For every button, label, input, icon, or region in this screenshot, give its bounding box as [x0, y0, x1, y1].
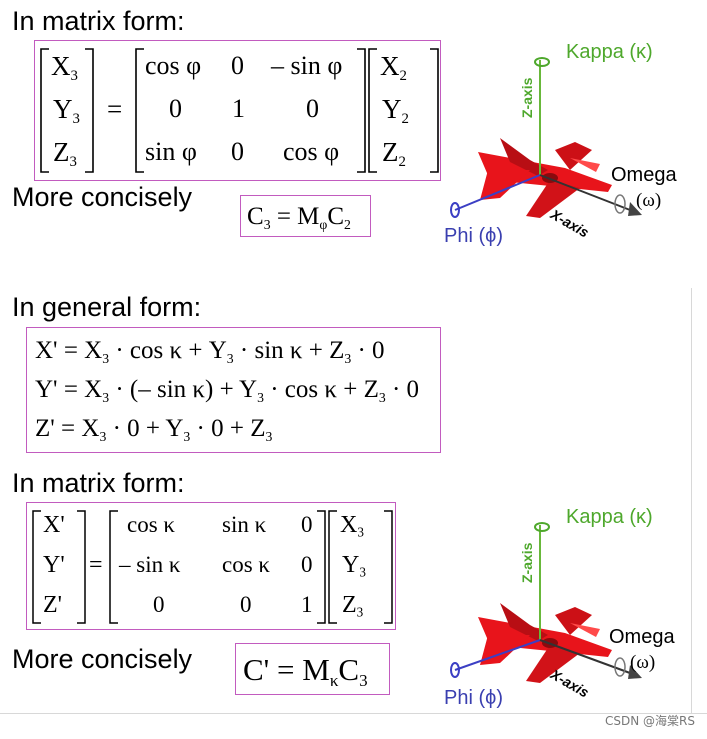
- phi-axis-line: [454, 174, 541, 211]
- kappa-label-2: Kappa (κ): [566, 506, 653, 528]
- section3-heading: In matrix form:: [12, 468, 185, 498]
- m2-r2c0: 0: [153, 592, 165, 617]
- m2-r0c1: sin κ: [222, 512, 267, 537]
- matrix-box-2: X' Y' Z' = cos κ sin κ 0 – sin κ cos κ 0…: [26, 502, 396, 630]
- m-r2c1: 0: [231, 137, 244, 166]
- lhs2-x: X': [43, 512, 65, 538]
- rotation-diagram-2: [450, 522, 642, 683]
- general-form-box: X' = X3 · cos κ + Y3 · sin κ + Z3 · 0 Y'…: [26, 327, 441, 453]
- lhs-z: Z3: [53, 137, 77, 171]
- m-r0c2: – sin φ: [271, 51, 343, 80]
- bottom-edge-line: [0, 713, 707, 714]
- matrix-box-1: X3 Y3 Z3 = cos φ 0 – sin φ 0 1 0 sin φ 0…: [34, 40, 441, 181]
- equals-sign-2: =: [89, 552, 103, 578]
- m-r0c1: 0: [231, 51, 244, 80]
- right-edge-line: [691, 288, 692, 713]
- concise-eq-2: C' = MκC3: [243, 652, 368, 690]
- x-axis-arrow-2: [628, 665, 642, 679]
- rhs-x: X2: [380, 51, 407, 85]
- rhs2-x: X3: [340, 512, 364, 540]
- m2-r1c1: cos κ: [222, 552, 270, 577]
- z-axis-label-2: Z-axis: [519, 542, 535, 583]
- omega-label-1: Omega: [611, 164, 677, 186]
- m-r1c1: 1: [232, 94, 245, 123]
- omega-label-2: Omega: [609, 626, 675, 648]
- omega-symbol-2: (ω): [630, 652, 656, 673]
- concise-box-2: C' = MκC3: [235, 643, 390, 695]
- m2-r2c2: 1: [301, 592, 313, 617]
- matrix-brackets-2: [32, 510, 393, 624]
- m2-r2c1: 0: [240, 592, 252, 617]
- kappa-rotation-icon-2: [534, 522, 550, 532]
- kappa-label-1: Kappa (κ): [566, 41, 653, 63]
- rhs2-z: Z3: [342, 592, 364, 620]
- m-r2c0: sin φ: [145, 137, 197, 166]
- rhs2-y: Y3: [342, 552, 366, 580]
- phi-label-2: Phi (ϕ): [444, 687, 503, 709]
- lhs-y: Y3: [53, 94, 80, 128]
- general-eq-z: Z' = X3 · 0 + Y3 · 0 + Z3: [35, 415, 273, 444]
- z-axis-label-1: Z-axis: [519, 77, 535, 118]
- m2-r0c2: 0: [301, 512, 313, 537]
- concise-label-1: More concisely: [12, 182, 193, 212]
- phi-rotation-icon: [450, 202, 460, 218]
- rhs-y: Y2: [382, 94, 409, 128]
- concise-label-2: More concisely: [12, 644, 193, 674]
- phi-label-1: Phi (ϕ): [444, 225, 503, 247]
- m2-r1c0: – sin κ: [119, 552, 181, 577]
- x-axis-arrow: [628, 202, 642, 216]
- m-r1c2: 0: [306, 94, 319, 123]
- general-eq-x: X' = X3 · cos κ + Y3 · sin κ + Z3 · 0: [35, 337, 385, 366]
- plane-2: [478, 603, 612, 683]
- lhs2-z: Z': [43, 592, 62, 618]
- m-r2c2: cos φ: [283, 137, 340, 166]
- concise-box-1: C3 = MφC2: [240, 195, 371, 237]
- equals-sign: =: [107, 94, 123, 124]
- concise-eq-1: C3 = MφC2: [247, 203, 351, 232]
- kappa-rotation-icon: [534, 57, 550, 67]
- rhs-z: Z2: [382, 137, 406, 171]
- section1-heading: In matrix form:: [12, 6, 185, 36]
- matrix-brackets-1: [40, 48, 439, 173]
- omega-rotation-icon: [614, 194, 626, 214]
- watermark: CSDN @海棠RS: [605, 714, 695, 728]
- phi-rotation-icon-2: [450, 662, 460, 678]
- m-r1c0: 0: [169, 94, 182, 123]
- lhs2-y: Y': [43, 552, 65, 578]
- omega-symbol-1: (ω): [636, 190, 662, 211]
- m-r0c0: cos φ: [145, 51, 202, 80]
- plane-1: [478, 138, 612, 218]
- omega-rotation-icon-2: [614, 657, 626, 677]
- section2-heading: In general form:: [12, 292, 202, 322]
- m2-r1c2: 0: [301, 552, 313, 577]
- general-eq-y: Y' = X3 · (– sin κ) + Y3 · cos κ + Z3 · …: [35, 376, 420, 405]
- phi-axis-line-2: [454, 639, 541, 671]
- lhs-x: X3: [51, 51, 78, 85]
- rotation-diagram-1: [450, 57, 642, 218]
- m2-r0c0: cos κ: [127, 512, 175, 537]
